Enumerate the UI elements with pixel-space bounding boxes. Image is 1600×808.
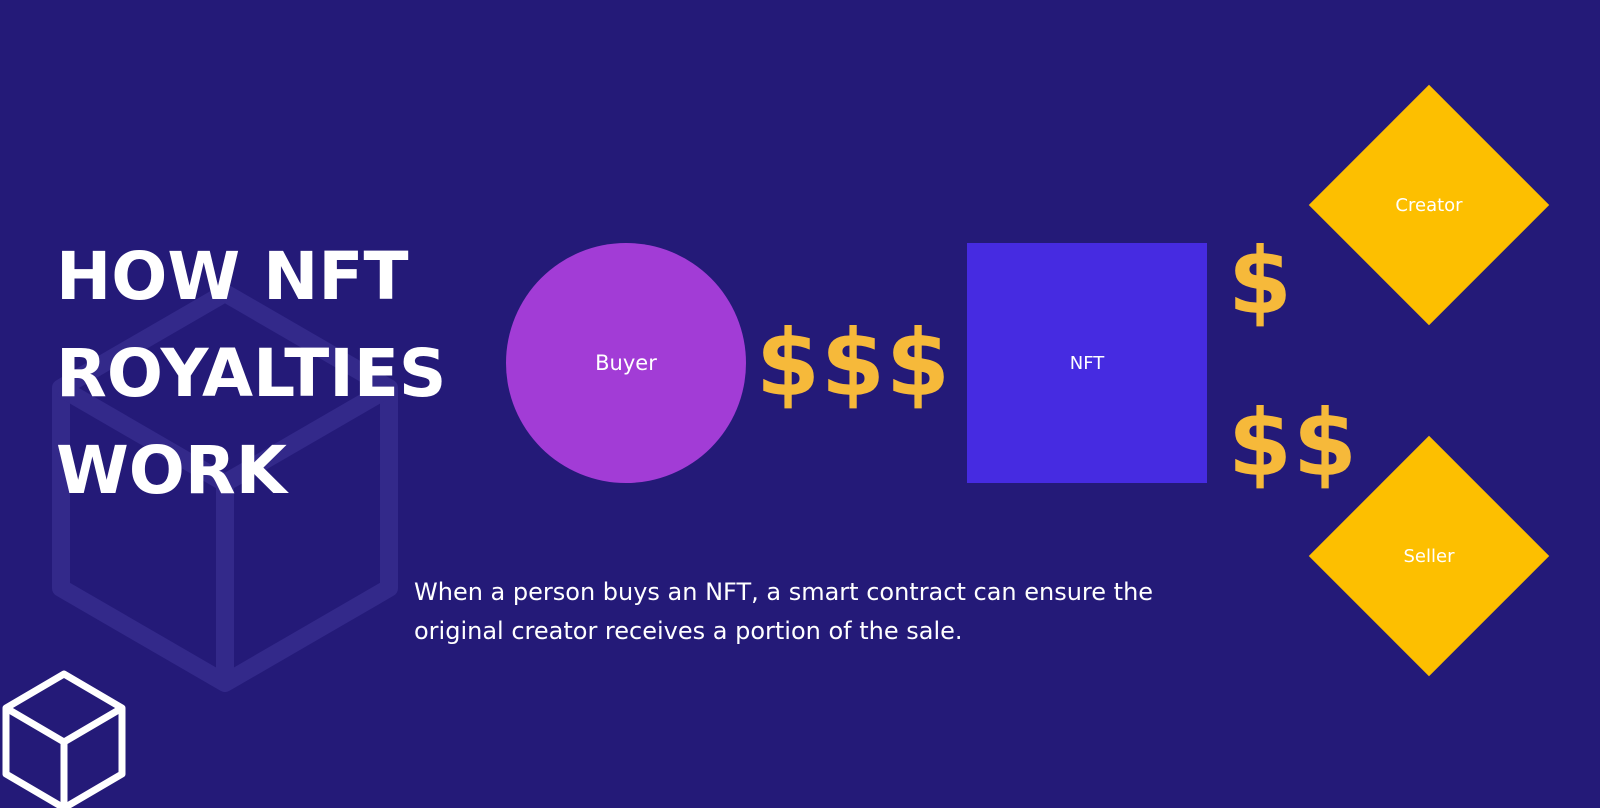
seller-node: Seller: [1308, 435, 1550, 677]
seller-label: Seller: [1403, 545, 1455, 567]
buyer-node: Buyer: [506, 243, 746, 483]
title-line-3: WORK: [56, 432, 287, 509]
page-title: HOW NFT ROYALTIES WORK: [56, 228, 446, 519]
payment-nft-to-seller: $$: [1228, 390, 1359, 497]
buyer-label: Buyer: [595, 351, 657, 375]
corner-cube-icon: [2, 670, 126, 808]
description-text: When a person buys an NFT, a smart contr…: [414, 578, 1154, 645]
creator-node: Creator: [1308, 84, 1550, 326]
payment-nft-to-creator: $: [1228, 228, 1293, 335]
title-line-2: ROYALTIES: [56, 335, 447, 412]
creator-label: Creator: [1395, 194, 1463, 216]
nft-label: NFT: [1069, 352, 1105, 374]
nft-node: NFT: [967, 243, 1207, 483]
background-cube-icon: [52, 284, 398, 692]
title-line-1: HOW NFT: [56, 238, 409, 315]
payment-buyer-to-nft: $$$: [756, 310, 952, 417]
